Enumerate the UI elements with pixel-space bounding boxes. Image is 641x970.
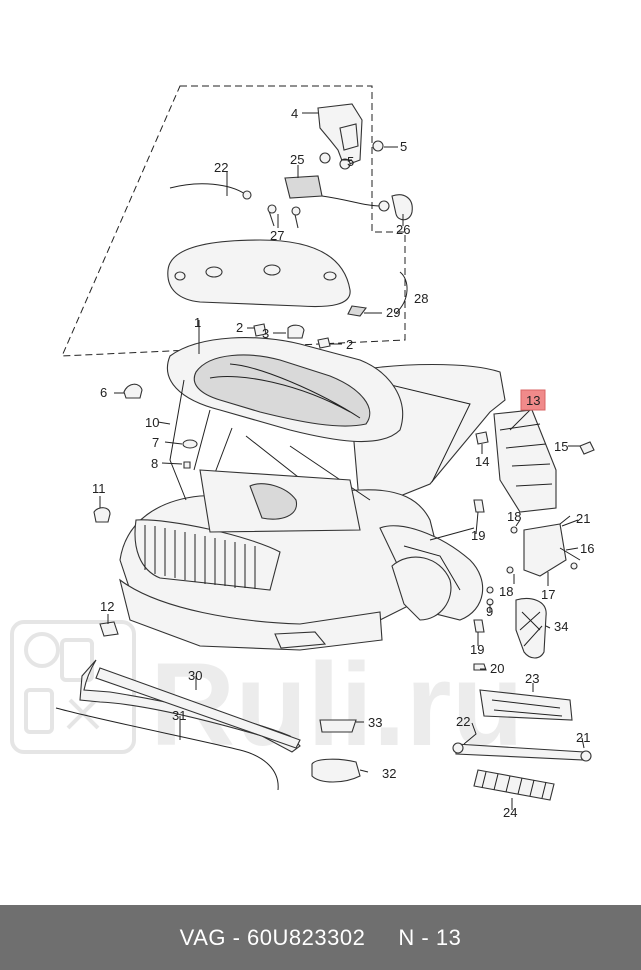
- lock-assembly: [169, 103, 413, 229]
- callout-9: 9: [486, 604, 493, 619]
- callout-20: 20: [490, 661, 504, 676]
- callout-3: 3: [262, 326, 269, 341]
- callout-17: 17: [541, 587, 555, 602]
- callout-24: 24: [503, 805, 517, 820]
- small-parts: [93, 323, 494, 671]
- callout-18: 18: [499, 584, 513, 599]
- callout-26: 26: [396, 222, 410, 237]
- parts-diagram: Ruli.ru: [10, 85, 595, 820]
- callout-13: 13: [526, 393, 540, 408]
- callout-29: 29: [386, 305, 400, 320]
- callouts: 1 2 2 2 3 4 5 5 6 7 8 9 10 11 12 13 14 1…: [92, 106, 594, 820]
- callout-28: 28: [414, 291, 428, 306]
- callout-11: 11: [92, 481, 106, 496]
- callout-5: 5: [400, 139, 407, 154]
- callout-30: 30: [188, 668, 202, 683]
- callout-33: 33: [368, 715, 382, 730]
- callout-1: 1: [194, 315, 201, 330]
- callout-32: 32: [382, 766, 396, 781]
- callout-14: 14: [475, 454, 489, 469]
- callout-31: 31: [172, 708, 186, 723]
- highlight-box: [520, 389, 546, 411]
- scuttle-panel: [55, 659, 361, 791]
- explode-frame: [61, 85, 406, 357]
- footer-bar: VAG - 60U823302 N - 13: [0, 905, 641, 970]
- callout-10: 10: [145, 415, 159, 430]
- callout-6: 6: [100, 385, 107, 400]
- callout-34: 34: [554, 619, 568, 634]
- callout-23: 23: [525, 671, 539, 686]
- callout-19: 19: [471, 528, 485, 543]
- callout-25: 25: [290, 152, 304, 167]
- footer-part-number: VAG - 60U823302: [179, 924, 366, 950]
- callout-5: 5: [347, 154, 354, 169]
- callout-18: 18: [507, 509, 521, 524]
- callout-16: 16: [580, 541, 594, 556]
- bonnet: [166, 337, 404, 533]
- hood-insulation: [167, 239, 367, 317]
- callout-2: 2: [346, 337, 353, 352]
- callout-12: 12: [100, 599, 114, 614]
- callout-22: 22: [214, 160, 228, 175]
- callout-22: 22: [456, 714, 470, 729]
- callout-4: 4: [291, 106, 298, 121]
- callout-21: 21: [576, 511, 590, 526]
- car-parts-icon: [24, 632, 100, 734]
- callout-7: 7: [152, 435, 159, 450]
- callout-2: 2: [236, 320, 243, 335]
- callout-8: 8: [151, 456, 158, 471]
- callout-27: 27: [270, 228, 284, 243]
- callout-21: 21: [576, 730, 590, 745]
- callout-19: 19: [470, 642, 484, 657]
- leader-lines: [99, 112, 585, 810]
- footer-spacer: [365, 925, 398, 951]
- footer-reference: N - 13: [398, 924, 462, 950]
- callout-15: 15: [554, 439, 568, 454]
